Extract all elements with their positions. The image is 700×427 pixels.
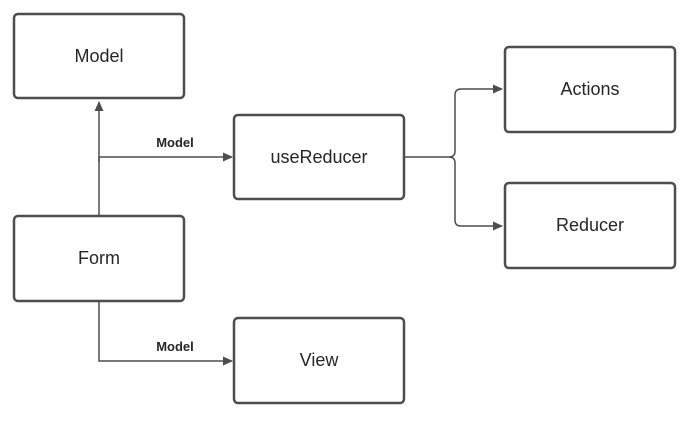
node-model-label: Model <box>74 46 123 66</box>
node-use-reducer: useReducer <box>232 113 406 201</box>
node-view: View <box>232 316 406 405</box>
node-actions: Actions <box>503 45 677 134</box>
edge-label-model-to-use-reducer: Model <box>156 135 194 150</box>
edge-use-reducer-to-actions <box>404 84 503 158</box>
edge-use-reducer-to-reducer <box>448 156 503 231</box>
node-actions-label: Actions <box>560 79 619 99</box>
edge-form-to-view <box>98 301 233 366</box>
edge-form-to-use-reducer <box>98 152 233 162</box>
node-reducer: Reducer <box>503 181 677 270</box>
node-form-label: Form <box>78 248 120 268</box>
node-model: Model <box>12 12 186 100</box>
node-form: Form <box>12 214 186 303</box>
edge-label-model-to-view: Model <box>156 339 194 354</box>
node-reducer-label: Reducer <box>556 215 624 235</box>
node-use-reducer-label: useReducer <box>270 147 367 167</box>
node-view-label: View <box>300 350 340 370</box>
